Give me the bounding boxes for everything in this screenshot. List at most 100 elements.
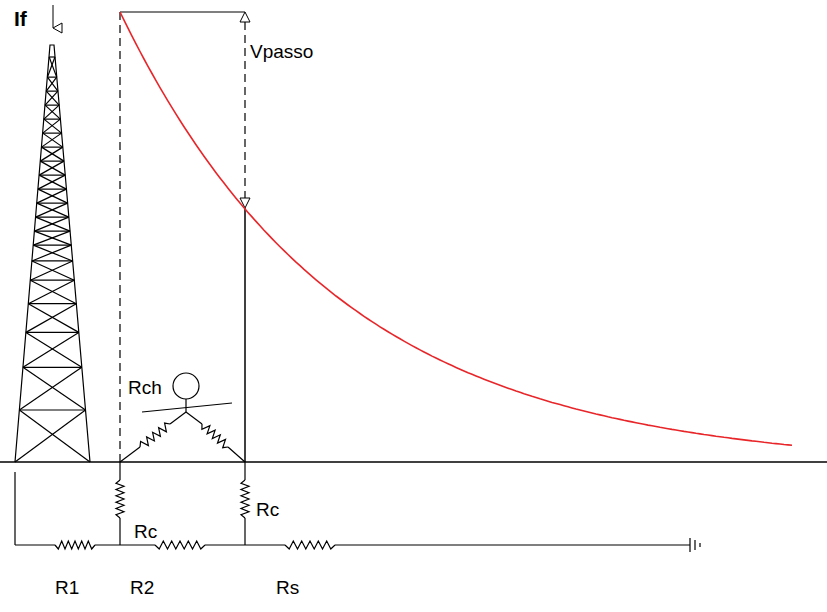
resistance-label: Rc (256, 500, 279, 519)
tower-rung (49, 56, 55, 57)
tower-brace (33, 245, 72, 261)
tower-brace (42, 147, 64, 161)
tower-brace (26, 332, 82, 367)
tower-brace (36, 217, 70, 231)
tower-brace (32, 261, 74, 280)
tower-brace (37, 203, 69, 217)
wire (228, 447, 245, 462)
tower-brace (47, 77, 57, 91)
resistor-symbol (241, 480, 249, 518)
tower-rung (26, 332, 79, 333)
tower-brace (15, 410, 85, 462)
circuit-wires (15, 462, 700, 552)
wire (120, 447, 140, 462)
tower-rung (44, 119, 60, 120)
tower-brace (44, 105, 59, 119)
person-arms (142, 403, 232, 412)
tower-rung (23, 367, 82, 368)
potential-curve (120, 12, 792, 445)
resistor-group (55, 412, 335, 549)
tower-rung (33, 245, 71, 246)
resistor-symbol (116, 480, 124, 518)
tower-rung (30, 280, 74, 281)
arrowhead (240, 198, 250, 208)
resistance-label: R2 (130, 578, 154, 597)
tower-brace (44, 119, 62, 133)
tower-brace (19, 410, 90, 462)
tower-brace (43, 133, 63, 147)
tower-rung (37, 203, 68, 204)
tower-rung (47, 77, 56, 78)
tower-rung (45, 105, 59, 106)
wire (244, 462, 245, 480)
tower-brace (23, 367, 86, 410)
tower-brace (47, 57, 54, 77)
wire (244, 518, 245, 545)
person-head (173, 373, 199, 399)
wire (15, 544, 55, 545)
tower-rung (40, 161, 64, 162)
wire (119, 462, 120, 480)
resistor-symbol (155, 541, 205, 549)
current-label: If (14, 8, 27, 29)
dashed-line (119, 12, 120, 462)
tower-brace (40, 147, 62, 161)
arrowhead (240, 12, 250, 22)
dimension-line (244, 22, 245, 198)
tower-brace (43, 119, 61, 133)
tower-rung (38, 189, 66, 190)
tower-brace (45, 91, 58, 105)
tower-brace (30, 280, 76, 304)
wire (335, 544, 690, 545)
tower-rung (43, 133, 62, 134)
ground-symbol (694, 540, 695, 550)
tower-rung (32, 260, 73, 261)
resistance-label: Rch (128, 378, 162, 397)
tower-brace (46, 77, 56, 91)
tower-rung (36, 217, 69, 218)
voltage-label: Vpasso (250, 42, 313, 61)
tower-brace (23, 332, 79, 367)
tower-rung (42, 147, 63, 148)
ground-symbol (689, 538, 690, 552)
current-arrow (53, 5, 54, 28)
wire (14, 472, 15, 545)
tower-brace (30, 261, 72, 280)
tower-brace (42, 133, 62, 147)
wire (170, 412, 186, 424)
wire (119, 518, 120, 545)
tower-brace (38, 189, 68, 203)
resistor-symbol (285, 541, 335, 549)
reference-line (120, 11, 245, 12)
tower-rung (46, 91, 58, 92)
tower-brace (19, 367, 81, 410)
vertical-line (244, 208, 246, 462)
resistor-symbol (140, 423, 170, 447)
ground-symbol (699, 543, 700, 547)
wire (95, 544, 155, 545)
tower-brace (39, 175, 66, 189)
resistance-label: R1 (55, 578, 79, 597)
tower-rung (19, 409, 85, 410)
tower-brace (45, 105, 60, 119)
person-body (185, 399, 186, 412)
resistance-label: Rs (276, 578, 299, 597)
resistance-label: Rc (134, 522, 157, 541)
ground-line (0, 461, 827, 463)
tower-brace (49, 57, 57, 77)
tower-brace (40, 161, 65, 175)
tower-brace (26, 304, 76, 333)
resistor-symbol (55, 541, 95, 549)
tower-rung (28, 303, 76, 304)
tower-brace (28, 304, 78, 333)
resistor-symbol (202, 424, 228, 448)
tower-symbol (15, 45, 90, 462)
tower-rung (39, 175, 65, 176)
wire (186, 412, 202, 424)
tower-brace (34, 231, 71, 245)
tower-brace (28, 280, 74, 304)
tower-brace (46, 91, 59, 105)
tower-leg (15, 45, 90, 462)
tower-rung (34, 231, 70, 232)
